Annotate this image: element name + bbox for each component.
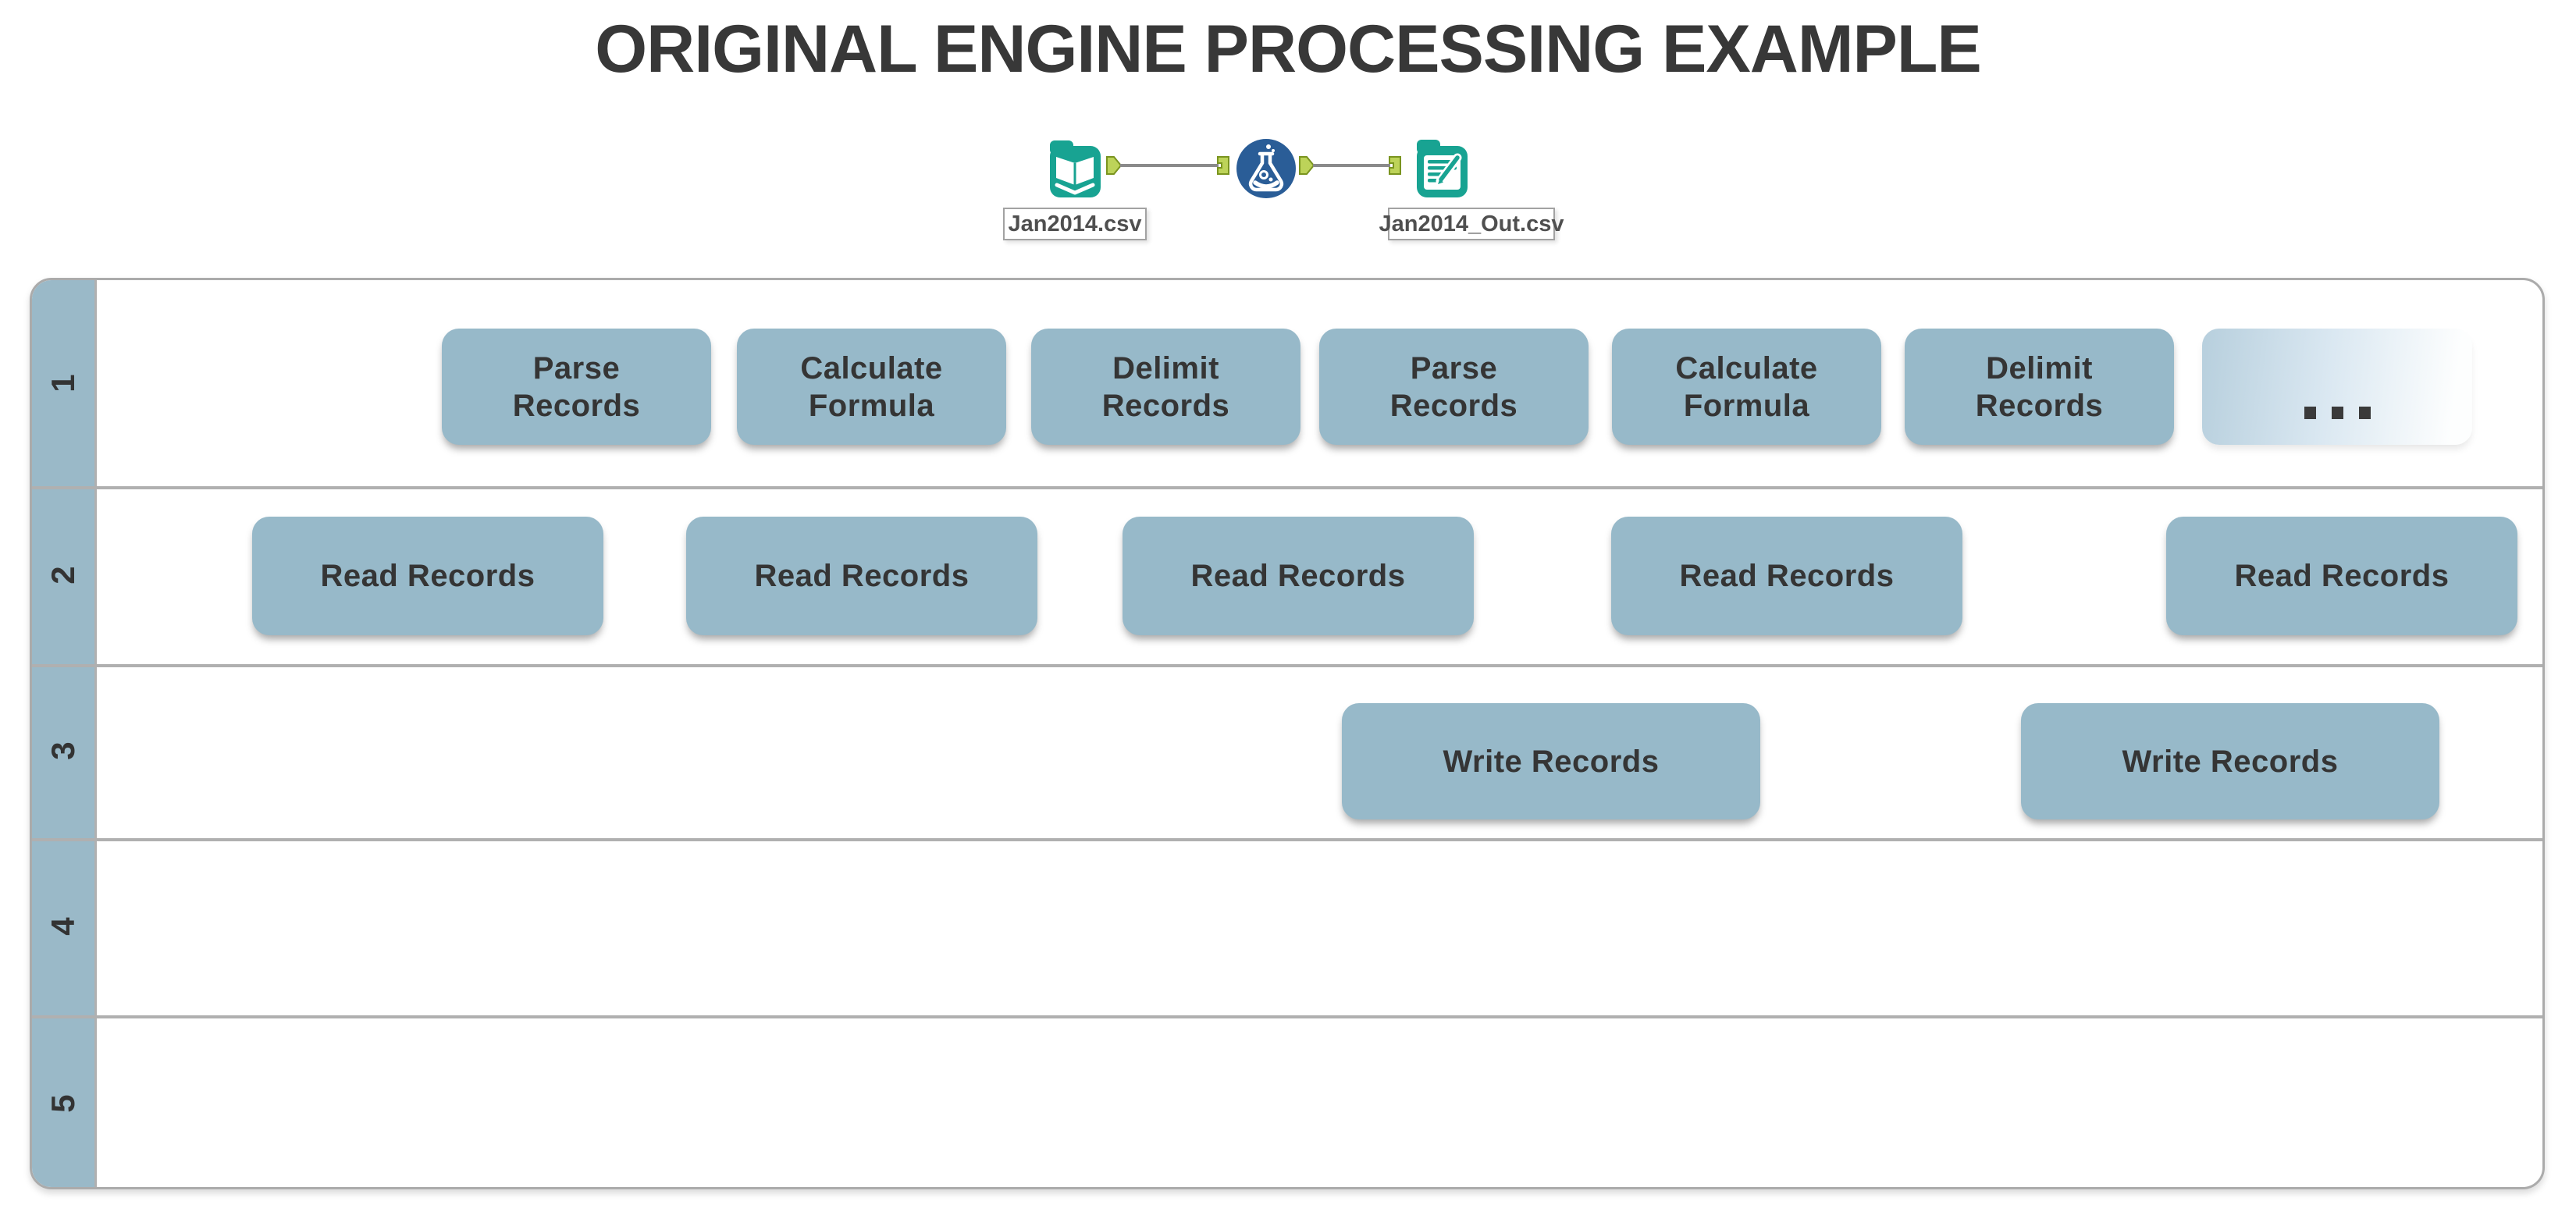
task-box: Delimit Records [1905,329,2174,445]
lane-separator [32,486,2542,489]
task-box: Calculate Formula [737,329,1006,445]
task-box: Read Records [1123,517,1474,635]
connector-line [1120,164,1219,167]
lane-number-3: 3 [44,741,81,760]
output-file-name: Jan2014_Out.csv [1379,211,1564,236]
output-anchor-icon [1299,156,1315,175]
task-box: Read Records [252,517,603,635]
lane-separator [32,838,2542,841]
workflow-preview: Jan2014.csv Jan2014_Out.csv [0,0,2576,258]
input-anchor-icon [1217,156,1229,175]
formula-tool [1236,139,1296,198]
task-box: Read Records [686,517,1037,635]
task-box: Read Records [1611,517,1962,635]
input-anchor-icon [1389,156,1401,175]
task-box: Write Records [2021,703,2439,819]
task-box: Calculate Formula [1612,329,1881,445]
task-box: Read Records [2166,517,2517,635]
more-tasks-box [2202,329,2472,445]
task-box: Parse Records [1319,329,1589,445]
output-anchor-icon [1106,156,1122,175]
lane-number-1: 1 [44,374,81,393]
lane-separator [32,664,2542,667]
input-file-name: Jan2014.csv [1008,211,1142,236]
output-file-label: Jan2014_Out.csv [1379,208,1564,240]
swimlane-chart: 1 2 3 4 5 Parse Records Calculate Formul… [30,278,2545,1189]
lane-sidebar [32,280,97,1187]
ellipsis-dot [2304,407,2316,419]
output-data-document-icon [1417,140,1468,197]
lane-number-4: 4 [44,917,81,936]
task-box: Parse Records [442,329,711,445]
task-box: Write Records [1342,703,1760,819]
ellipsis-dot [2358,407,2371,419]
lane-number-5: 5 [44,1094,81,1113]
connector-line [1313,164,1390,167]
input-data-book-icon [1050,140,1101,197]
lane-separator [32,1015,2542,1018]
ellipsis-dot [2331,407,2343,419]
formula-flask-icon [1236,139,1296,198]
task-box: Delimit Records [1031,329,1300,445]
lane-number-2: 2 [44,566,81,585]
output-data-tool [1411,137,1473,201]
input-file-label: Jan2014.csv [1003,208,1147,240]
ellipsis-icon [2202,407,2472,419]
input-data-tool [1044,137,1105,200]
page-title: ORIGINAL ENGINE PROCESSING EXAMPLE [595,12,1981,87]
